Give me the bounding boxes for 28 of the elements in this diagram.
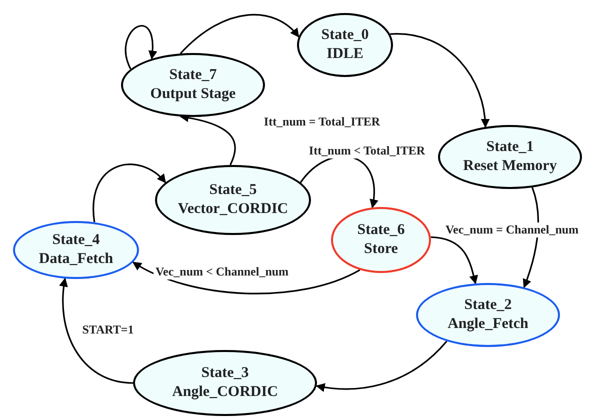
transition-arrow [132,262,360,294]
state-label: IDLE [326,45,364,64]
state-label: State_1 [486,138,534,157]
edge-label: Itt_num = Total_ITER [262,114,382,130]
transition-arrow [92,164,166,222]
state-label: Angle_Fetch [448,315,528,334]
edge-label: Itt_num < Total_ITER [306,144,428,158]
state-label: Vector_CORDIC [178,200,288,219]
transition-arrow [316,340,448,392]
transition-arrow [124,25,157,70]
state-label: State_7 [169,66,217,85]
edge-label: Vec_num = Channel_num [443,222,581,238]
state-label: State_6 [357,221,405,240]
state-label: State_4 [52,231,100,250]
transition-arrow [180,14,300,54]
state-label: Reset Memory [463,157,557,176]
state-label: State_0 [321,26,369,45]
state-label: State_5 [209,181,257,200]
state-label: State_2 [464,296,512,315]
transition-arrow [430,236,478,284]
edge-label: Vec_num < Channel_num [153,264,291,280]
transition-arrow [390,33,490,128]
state-label: Data_Fetch [38,250,114,269]
state-label: State_3 [201,364,249,383]
state-label: Angle_CORDIC [172,383,278,402]
transition-arrow [59,278,134,384]
state-label: Output Stage [150,85,236,104]
state-label: Store [364,240,398,259]
